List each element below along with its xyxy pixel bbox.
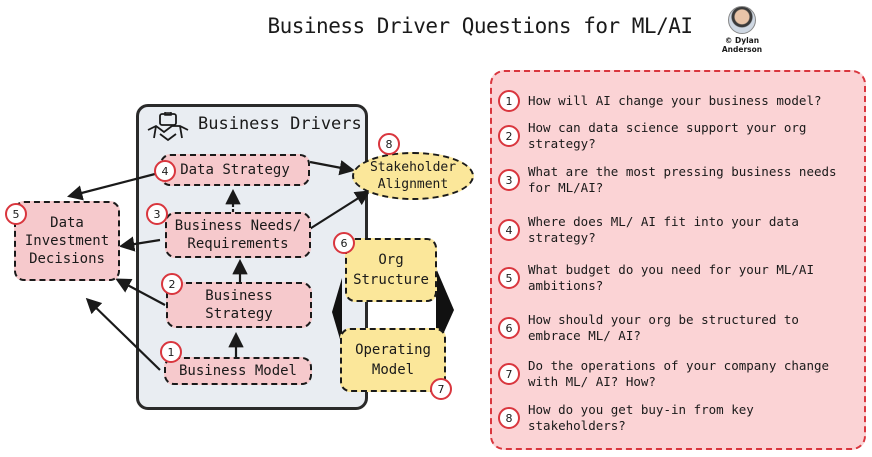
node-business-strategy: Business Strategy xyxy=(166,282,312,328)
question-badge: 1 xyxy=(498,90,520,112)
question-text: How should your org be structured to emb… xyxy=(528,312,799,343)
node-org-structure: Org Structure xyxy=(345,238,437,302)
question-row: 3 What are the most pressing business ne… xyxy=(498,164,858,196)
question-badge: 6 xyxy=(498,317,520,339)
question-badge: 7 xyxy=(498,363,520,385)
node-operating-model: Operating Model xyxy=(340,328,446,392)
question-row: 1 How will AI change your business model… xyxy=(498,90,858,112)
business-drivers-title: Business Drivers xyxy=(198,114,362,134)
badge-4: 4 xyxy=(154,160,176,182)
credit-line-1: © Dylan xyxy=(724,36,760,45)
credit-line-2: Anderson xyxy=(721,45,763,54)
handshake-briefcase-icon xyxy=(147,112,189,142)
arrow-data-strategy-to-investment xyxy=(67,172,156,201)
arrow-strategy-to-investment xyxy=(115,278,166,306)
question-row: 4 Where does ML/ AI fit into your data s… xyxy=(498,214,858,246)
question-row: 6 How should your org be structured to e… xyxy=(498,312,858,344)
arrow-data-strategy-to-stakeholder xyxy=(309,160,356,176)
node-business-needs: Business Needs/ Requirements xyxy=(165,212,311,258)
question-text: What budget do you need for your ML/AI a… xyxy=(528,262,814,293)
page-title: Business Driver Questions for ML/AI xyxy=(267,14,693,38)
badge-7: 7 xyxy=(430,378,452,400)
author-credit: © Dylan Anderson xyxy=(712,36,772,54)
arrow-model-to-investment xyxy=(85,297,161,371)
question-row: 8 How do you get buy-in from key stakeho… xyxy=(498,402,858,434)
question-row: 2 How can data science support your org … xyxy=(498,120,858,152)
node-business-model: Business Model xyxy=(164,357,312,385)
node-data-investment: Data Investment Decisions xyxy=(14,201,120,281)
questions-panel xyxy=(490,70,866,450)
badge-5: 5 xyxy=(5,203,27,225)
author-avatar xyxy=(728,6,756,34)
badge-2: 2 xyxy=(161,273,183,295)
question-text: What are the most pressing business need… xyxy=(528,164,837,195)
arrow-needs-to-investment xyxy=(118,236,161,252)
question-row: 5 What budget do you need for your ML/AI… xyxy=(498,262,858,294)
badge-6: 6 xyxy=(333,232,355,254)
node-stakeholder-alignment: Stakeholder Alignment xyxy=(352,152,474,200)
badge-8: 8 xyxy=(378,133,400,155)
arrow-needs-to-stakeholder xyxy=(307,190,371,231)
question-text: Where does ML/ AI fit into your data str… xyxy=(528,214,799,245)
node-data-strategy: Data Strategy xyxy=(160,154,310,186)
question-text: How will AI change your business model? xyxy=(528,93,822,108)
question-badge: 4 xyxy=(498,219,520,241)
question-badge: 5 xyxy=(498,267,520,289)
question-badge: 3 xyxy=(498,169,520,191)
double-arrow-left-head xyxy=(332,278,342,346)
question-row: 7 Do the operations of your company chan… xyxy=(498,358,858,390)
badge-3: 3 xyxy=(146,203,168,225)
question-badge: 8 xyxy=(498,407,520,429)
question-text: Do the operations of your company change… xyxy=(528,358,830,389)
badge-1: 1 xyxy=(160,341,182,363)
question-text: How do you get buy-in from key stakehold… xyxy=(528,402,754,433)
question-badge: 2 xyxy=(498,125,520,147)
question-text: How can data science support your org st… xyxy=(528,120,807,151)
